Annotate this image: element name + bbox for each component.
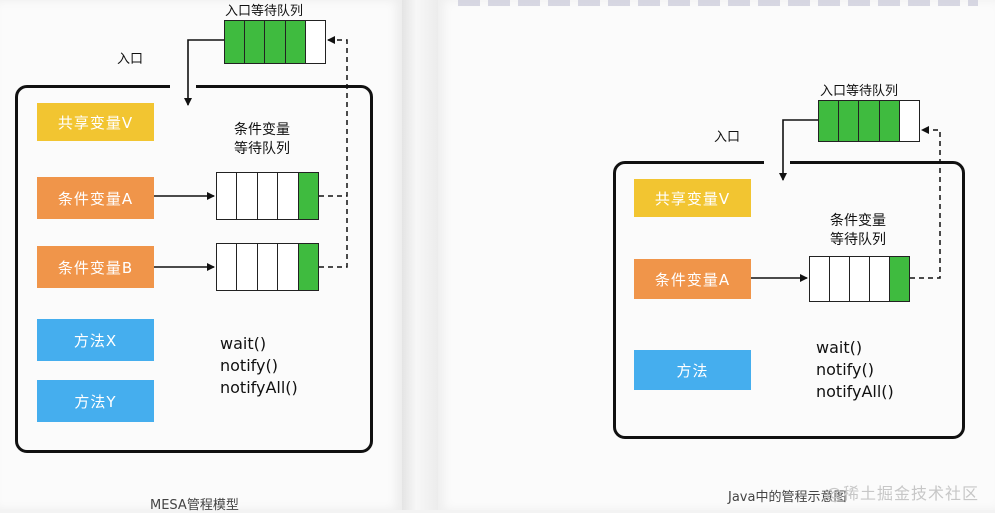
queue-slot-filled xyxy=(245,21,266,63)
queue-slot-empty xyxy=(217,173,238,219)
queue-slot-empty xyxy=(237,244,258,290)
method-notify-all: notifyAll() xyxy=(816,382,894,401)
method-list: wait() notify() notifyAll() xyxy=(816,337,894,403)
queue-slot-empty xyxy=(870,257,890,301)
entry-queue-label: 入口等待队列 xyxy=(820,84,899,99)
entry-queue xyxy=(818,100,920,142)
queue-slot-empty xyxy=(306,21,325,63)
book-gutter xyxy=(402,0,438,510)
queue-slot-filled xyxy=(859,101,880,141)
queue-slot-filled xyxy=(819,101,840,141)
queue-slot-filled xyxy=(298,244,319,290)
entry-queue xyxy=(224,20,326,64)
shared-variable-v: 共享变量V xyxy=(634,179,751,217)
condition-variable-b: 条件变量B xyxy=(37,246,154,288)
method: 方法 xyxy=(634,350,751,390)
queue-slot-filled xyxy=(879,101,900,141)
condition-queue-a xyxy=(809,256,910,302)
method-x: 方法X xyxy=(37,319,154,361)
method-notify: notify() xyxy=(816,360,874,379)
queue-slot-filled xyxy=(890,257,909,301)
queue-slot-empty xyxy=(258,244,279,290)
queue-slot-empty xyxy=(850,257,870,301)
method-y: 方法Y xyxy=(37,380,154,422)
queue-slot-empty xyxy=(830,257,850,301)
condition-queue-label-line2: 等待队列 xyxy=(830,232,886,248)
condition-queue-b xyxy=(216,243,319,291)
queue-slot-filled xyxy=(839,101,860,141)
condition-queue-label-line1: 条件变量 xyxy=(234,122,290,138)
method-notify-all: notifyAll() xyxy=(220,378,298,397)
method-wait: wait() xyxy=(816,338,863,357)
condition-queue-label-line1: 条件变量 xyxy=(830,213,886,229)
entry-label: 入口 xyxy=(117,52,144,67)
left-caption: MESA管程模型 xyxy=(150,498,239,513)
entry-label: 入口 xyxy=(714,130,741,145)
method-list: wait() notify() notifyAll() xyxy=(220,333,298,399)
condition-variable-a: 条件变量A xyxy=(634,259,751,299)
shared-variable-v: 共享变量V xyxy=(37,103,154,141)
condition-queue-label-line2: 等待队列 xyxy=(234,141,290,157)
condition-queue-a xyxy=(216,172,319,220)
condition-queue-label: 条件变量 等待队列 xyxy=(212,121,312,159)
condition-variable-a: 条件变量A xyxy=(37,177,154,219)
queue-slot-empty xyxy=(810,257,830,301)
monitor-entrance-gap xyxy=(764,160,790,166)
queue-slot-empty xyxy=(217,244,238,290)
queue-slot-filled xyxy=(265,21,286,63)
monitor-entrance-gap xyxy=(170,84,196,90)
queue-slot-filled xyxy=(285,21,306,63)
watermark: @稀土掘金技术社区 xyxy=(826,484,980,503)
cropped-heading-strip xyxy=(458,0,978,6)
method-wait: wait() xyxy=(220,334,267,353)
queue-slot-empty xyxy=(237,173,258,219)
right-caption: Java中的管程示意图 xyxy=(728,490,847,505)
method-notify: notify() xyxy=(220,356,278,375)
queue-slot-empty xyxy=(278,244,299,290)
queue-slot-empty xyxy=(900,101,919,141)
queue-slot-empty xyxy=(258,173,279,219)
condition-queue-label: 条件变量 等待队列 xyxy=(808,212,908,250)
queue-slot-filled xyxy=(298,173,319,219)
queue-slot-empty xyxy=(278,173,299,219)
entry-queue-label: 入口等待队列 xyxy=(225,4,304,19)
queue-slot-filled xyxy=(225,21,246,63)
